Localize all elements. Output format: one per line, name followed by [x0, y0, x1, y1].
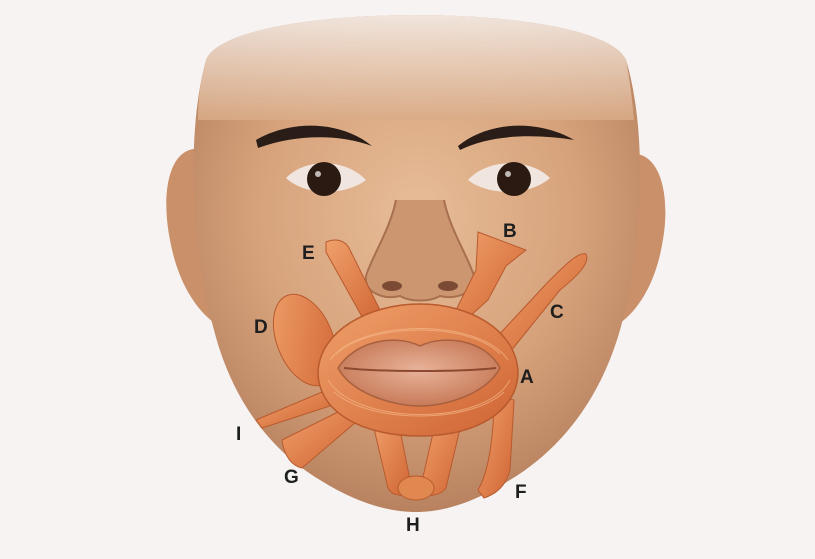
label-f: F [515, 483, 527, 502]
label-b: B [503, 222, 517, 241]
label-d: D [254, 318, 268, 337]
label-c: C [550, 303, 564, 322]
label-h: H [406, 516, 420, 535]
label-g: G [284, 468, 299, 487]
label-e: E [302, 244, 315, 263]
muscle-h-base [398, 476, 434, 500]
label-i: I [236, 425, 241, 444]
label-a: A [520, 368, 534, 387]
